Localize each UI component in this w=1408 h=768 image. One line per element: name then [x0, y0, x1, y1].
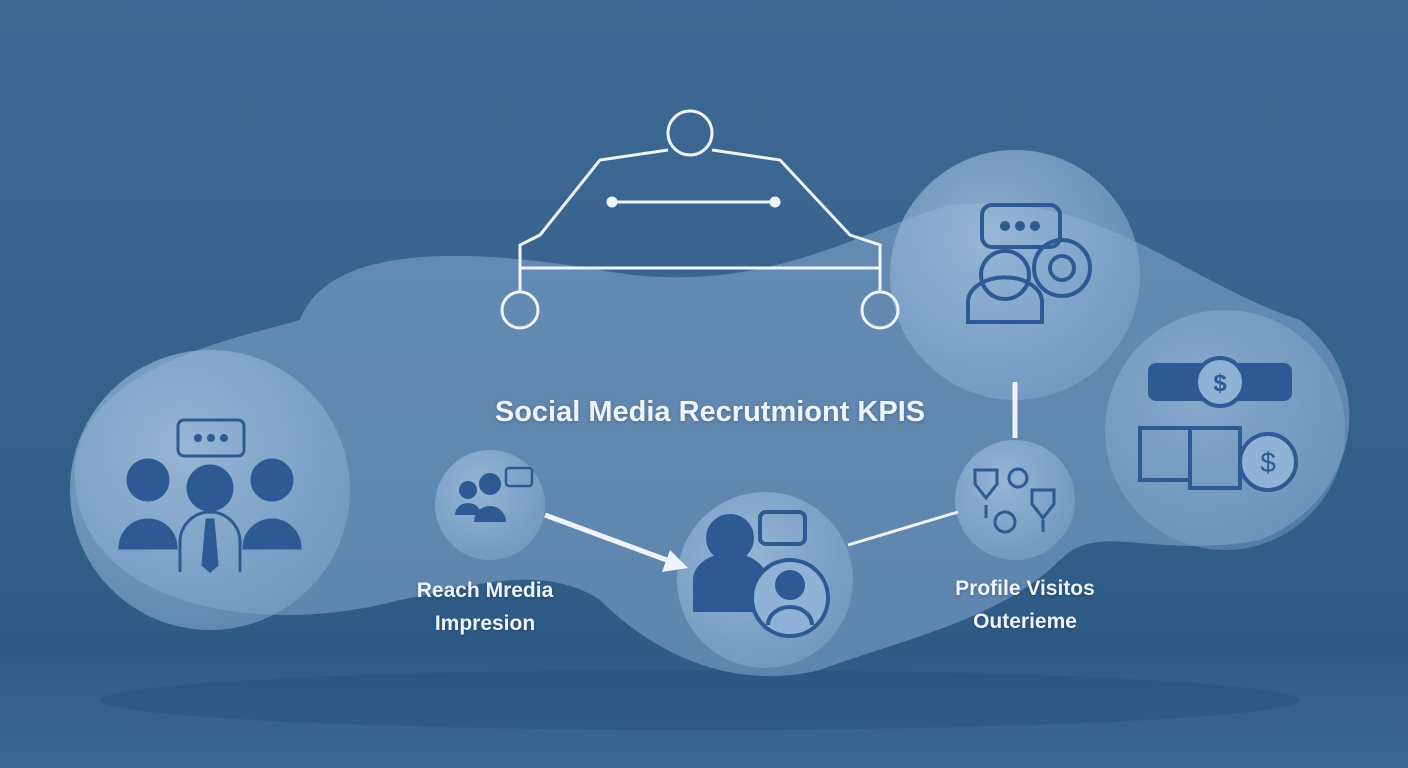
profile-label-line1: Profile Visitos: [955, 577, 1095, 600]
process-bubble: [955, 440, 1075, 560]
profile-visits-label: Profile Visitos Outerieme: [920, 572, 1130, 638]
reach-bubble: [435, 450, 545, 560]
floor-shadow: [100, 670, 1300, 730]
svg-text:$: $: [1213, 370, 1227, 397]
payment-icons: $ $: [1138, 356, 1298, 492]
process-gears-icon: [973, 467, 1056, 534]
reach-label: Reach Mredia Impresion: [380, 574, 590, 640]
reach-people-icon: [455, 466, 534, 522]
candidate-profile-icon: [693, 510, 830, 638]
network-connector: [500, 109, 1018, 547]
svg-text:$: $: [1260, 447, 1276, 478]
team-icon: [118, 418, 302, 573]
reach-label-line2: Impresion: [434, 612, 536, 635]
arrow-icon: [544, 512, 688, 572]
chat-user-bubble: [890, 150, 1140, 400]
profile-label-line2: Outerieme: [973, 610, 1077, 633]
user-chat-search-icon: [966, 203, 1092, 324]
diagram-title: Social Media Recrutmiont KPIS: [494, 396, 926, 428]
reach-label-line1: Reach Mredia: [416, 579, 554, 602]
